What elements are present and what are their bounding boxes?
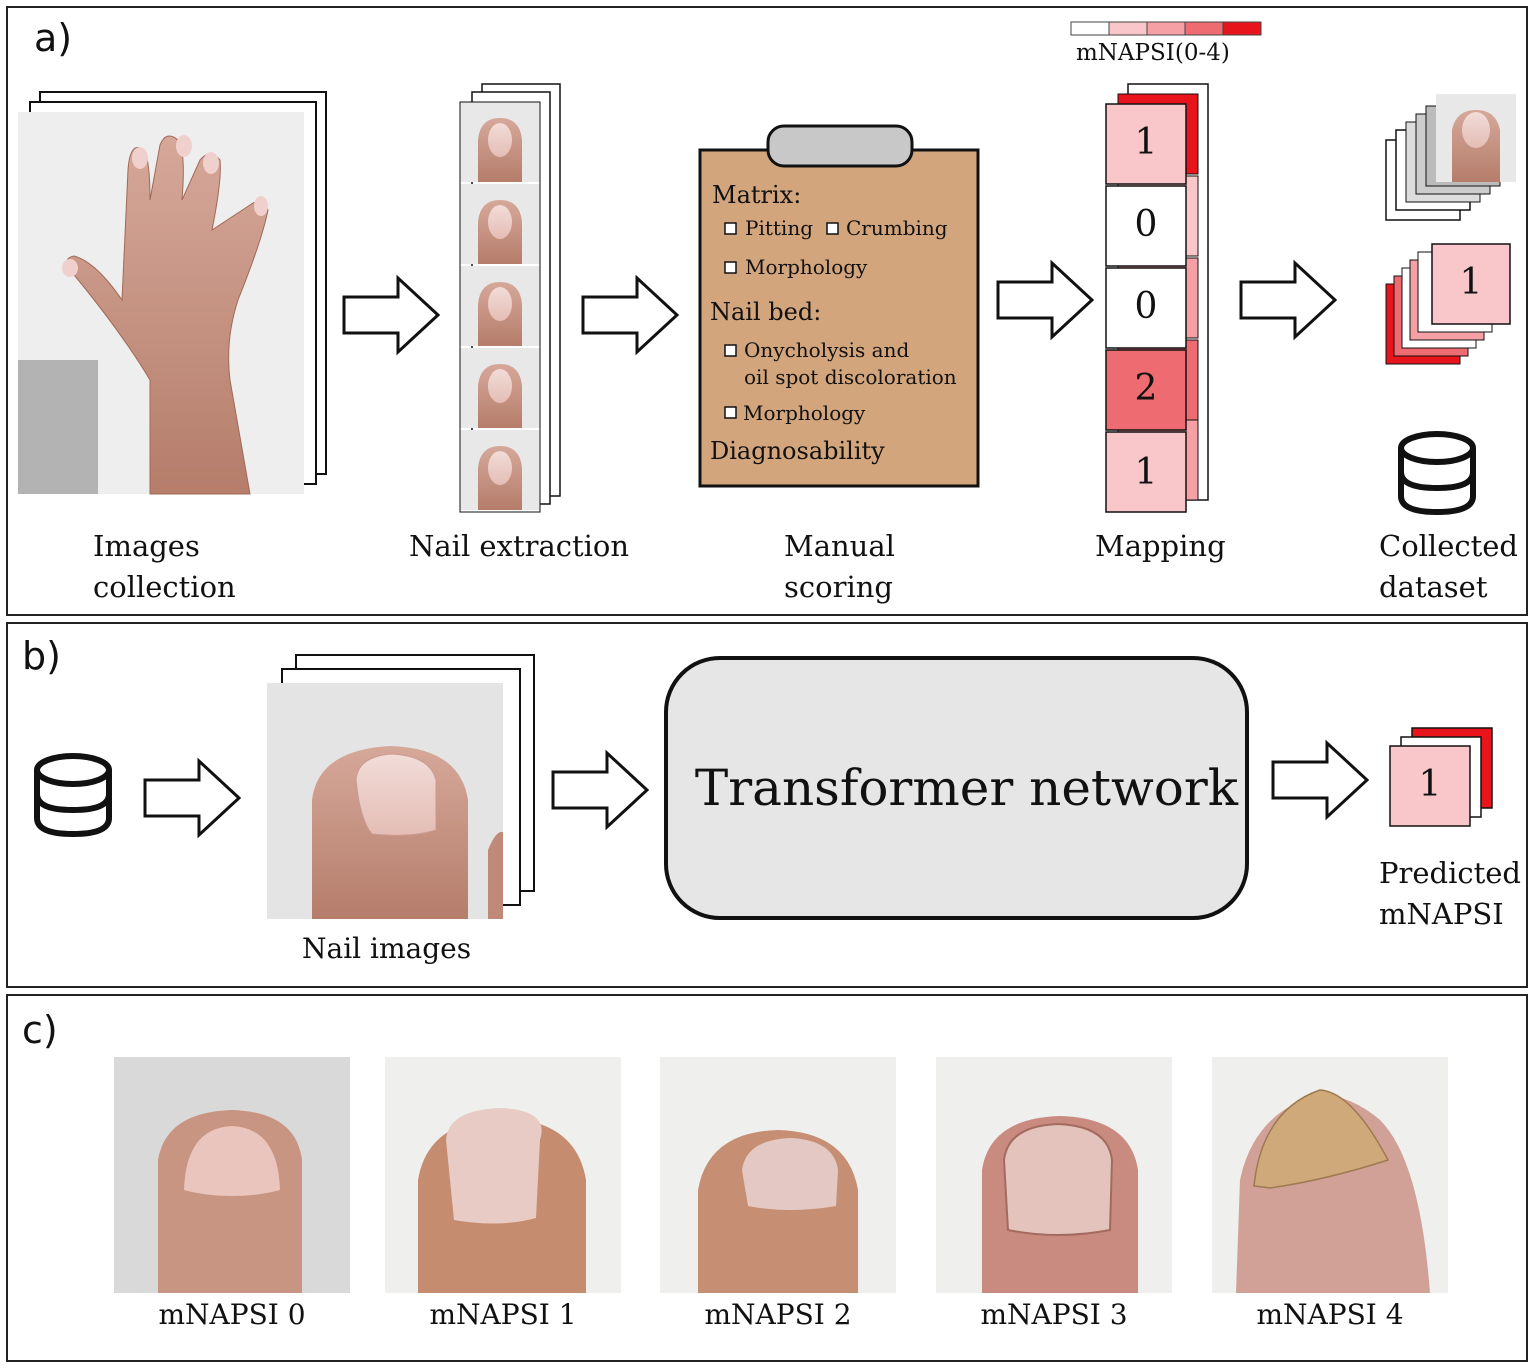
nail-images-label: Nail images — [302, 932, 472, 965]
example-label-0: mNAPSI 0 — [158, 1298, 306, 1331]
nailbed-item-onycholysis: Onycholysis and — [744, 338, 910, 362]
database-icon — [1398, 431, 1476, 516]
nail-extraction-stack — [459, 83, 561, 513]
clipboard — [698, 124, 980, 488]
step-label-line: Mapping — [1095, 529, 1226, 563]
scale-label: mNAPSI(0-4) — [1076, 40, 1230, 66]
example-photo-2 — [660, 1057, 896, 1293]
nail-image-stack — [267, 654, 535, 919]
dataset-score: 1 — [1459, 262, 1483, 303]
nailbed-item-morphology: Morphology — [743, 401, 866, 425]
arrow-icon — [143, 259, 1370, 839]
database-icon — [34, 753, 112, 838]
step-label-line: dataset — [1379, 570, 1488, 604]
mapping-column — [1105, 83, 1209, 513]
example-photo-4 — [1212, 1057, 1448, 1293]
panel-b-letter: b) — [22, 634, 61, 678]
nailbed-item-onycholysis-line2: oil spot discoloration — [744, 365, 957, 389]
dataset-image-stack — [1385, 94, 1516, 221]
example-label-2: mNAPSI 2 — [704, 1298, 852, 1331]
dataset-score-stack — [1385, 243, 1511, 365]
matrix-heading: Matrix: — [712, 181, 802, 209]
step-label-line: Nail extraction — [409, 529, 630, 563]
nailbed-heading: Nail bed: — [710, 298, 822, 326]
mapping-score-4: 2 — [1134, 368, 1158, 409]
example-label-1: mNAPSI 1 — [429, 1298, 577, 1331]
mapping-score-5: 1 — [1134, 452, 1158, 493]
matrix-item-crumbing: Crumbing — [846, 216, 948, 240]
diagnosability-heading: Diagnosability — [710, 437, 885, 465]
predicted-score: 1 — [1418, 764, 1442, 805]
example-label-3: mNAPSI 3 — [980, 1298, 1128, 1331]
example-photo-0 — [114, 1057, 350, 1293]
step-label-images-collection: Images collection — [93, 526, 236, 608]
image-stack — [18, 91, 327, 495]
transformer-network-label: Transformer network — [694, 759, 1239, 817]
example-photo-1 — [385, 1057, 621, 1293]
panel-c-letter: c) — [22, 1008, 58, 1052]
predicted-score-stack — [1389, 727, 1493, 827]
hand-photo — [62, 135, 269, 495]
step-label-line: collection — [93, 570, 236, 604]
step-label-line: scoring — [784, 570, 893, 604]
matrix-item-pitting: Pitting — [745, 216, 814, 240]
mnapsi-color-scale — [1070, 21, 1262, 36]
example-label-4: mNAPSI 4 — [1256, 1298, 1404, 1331]
step-label-collected-dataset: Collected dataset — [1379, 526, 1518, 608]
step-label-line: Images — [93, 529, 200, 563]
checkbox-icon — [724, 222, 839, 419]
step-label-line: Manual — [784, 529, 895, 563]
example-photo-3 — [936, 1057, 1172, 1293]
step-label-mapping: Mapping — [1095, 526, 1226, 567]
matrix-item-morphology: Morphology — [745, 255, 868, 279]
mapping-score-3: 0 — [1134, 286, 1158, 327]
step-label-manual-scoring: Manual scoring — [784, 526, 895, 608]
transformer-network-box: Transformer network — [664, 656, 1249, 920]
panel-a-letter: a) — [34, 16, 73, 60]
step-label-nail-extraction: Nail extraction — [409, 526, 629, 567]
predicted-mnapsi-label: Predicted mNAPSI — [1379, 853, 1521, 935]
mapping-score-1: 1 — [1134, 122, 1158, 163]
predicted-label-line: Predicted — [1379, 856, 1521, 890]
mapping-score-2: 0 — [1134, 204, 1158, 245]
step-label-line: Collected — [1379, 529, 1518, 563]
predicted-label-line: mNAPSI — [1379, 897, 1504, 931]
